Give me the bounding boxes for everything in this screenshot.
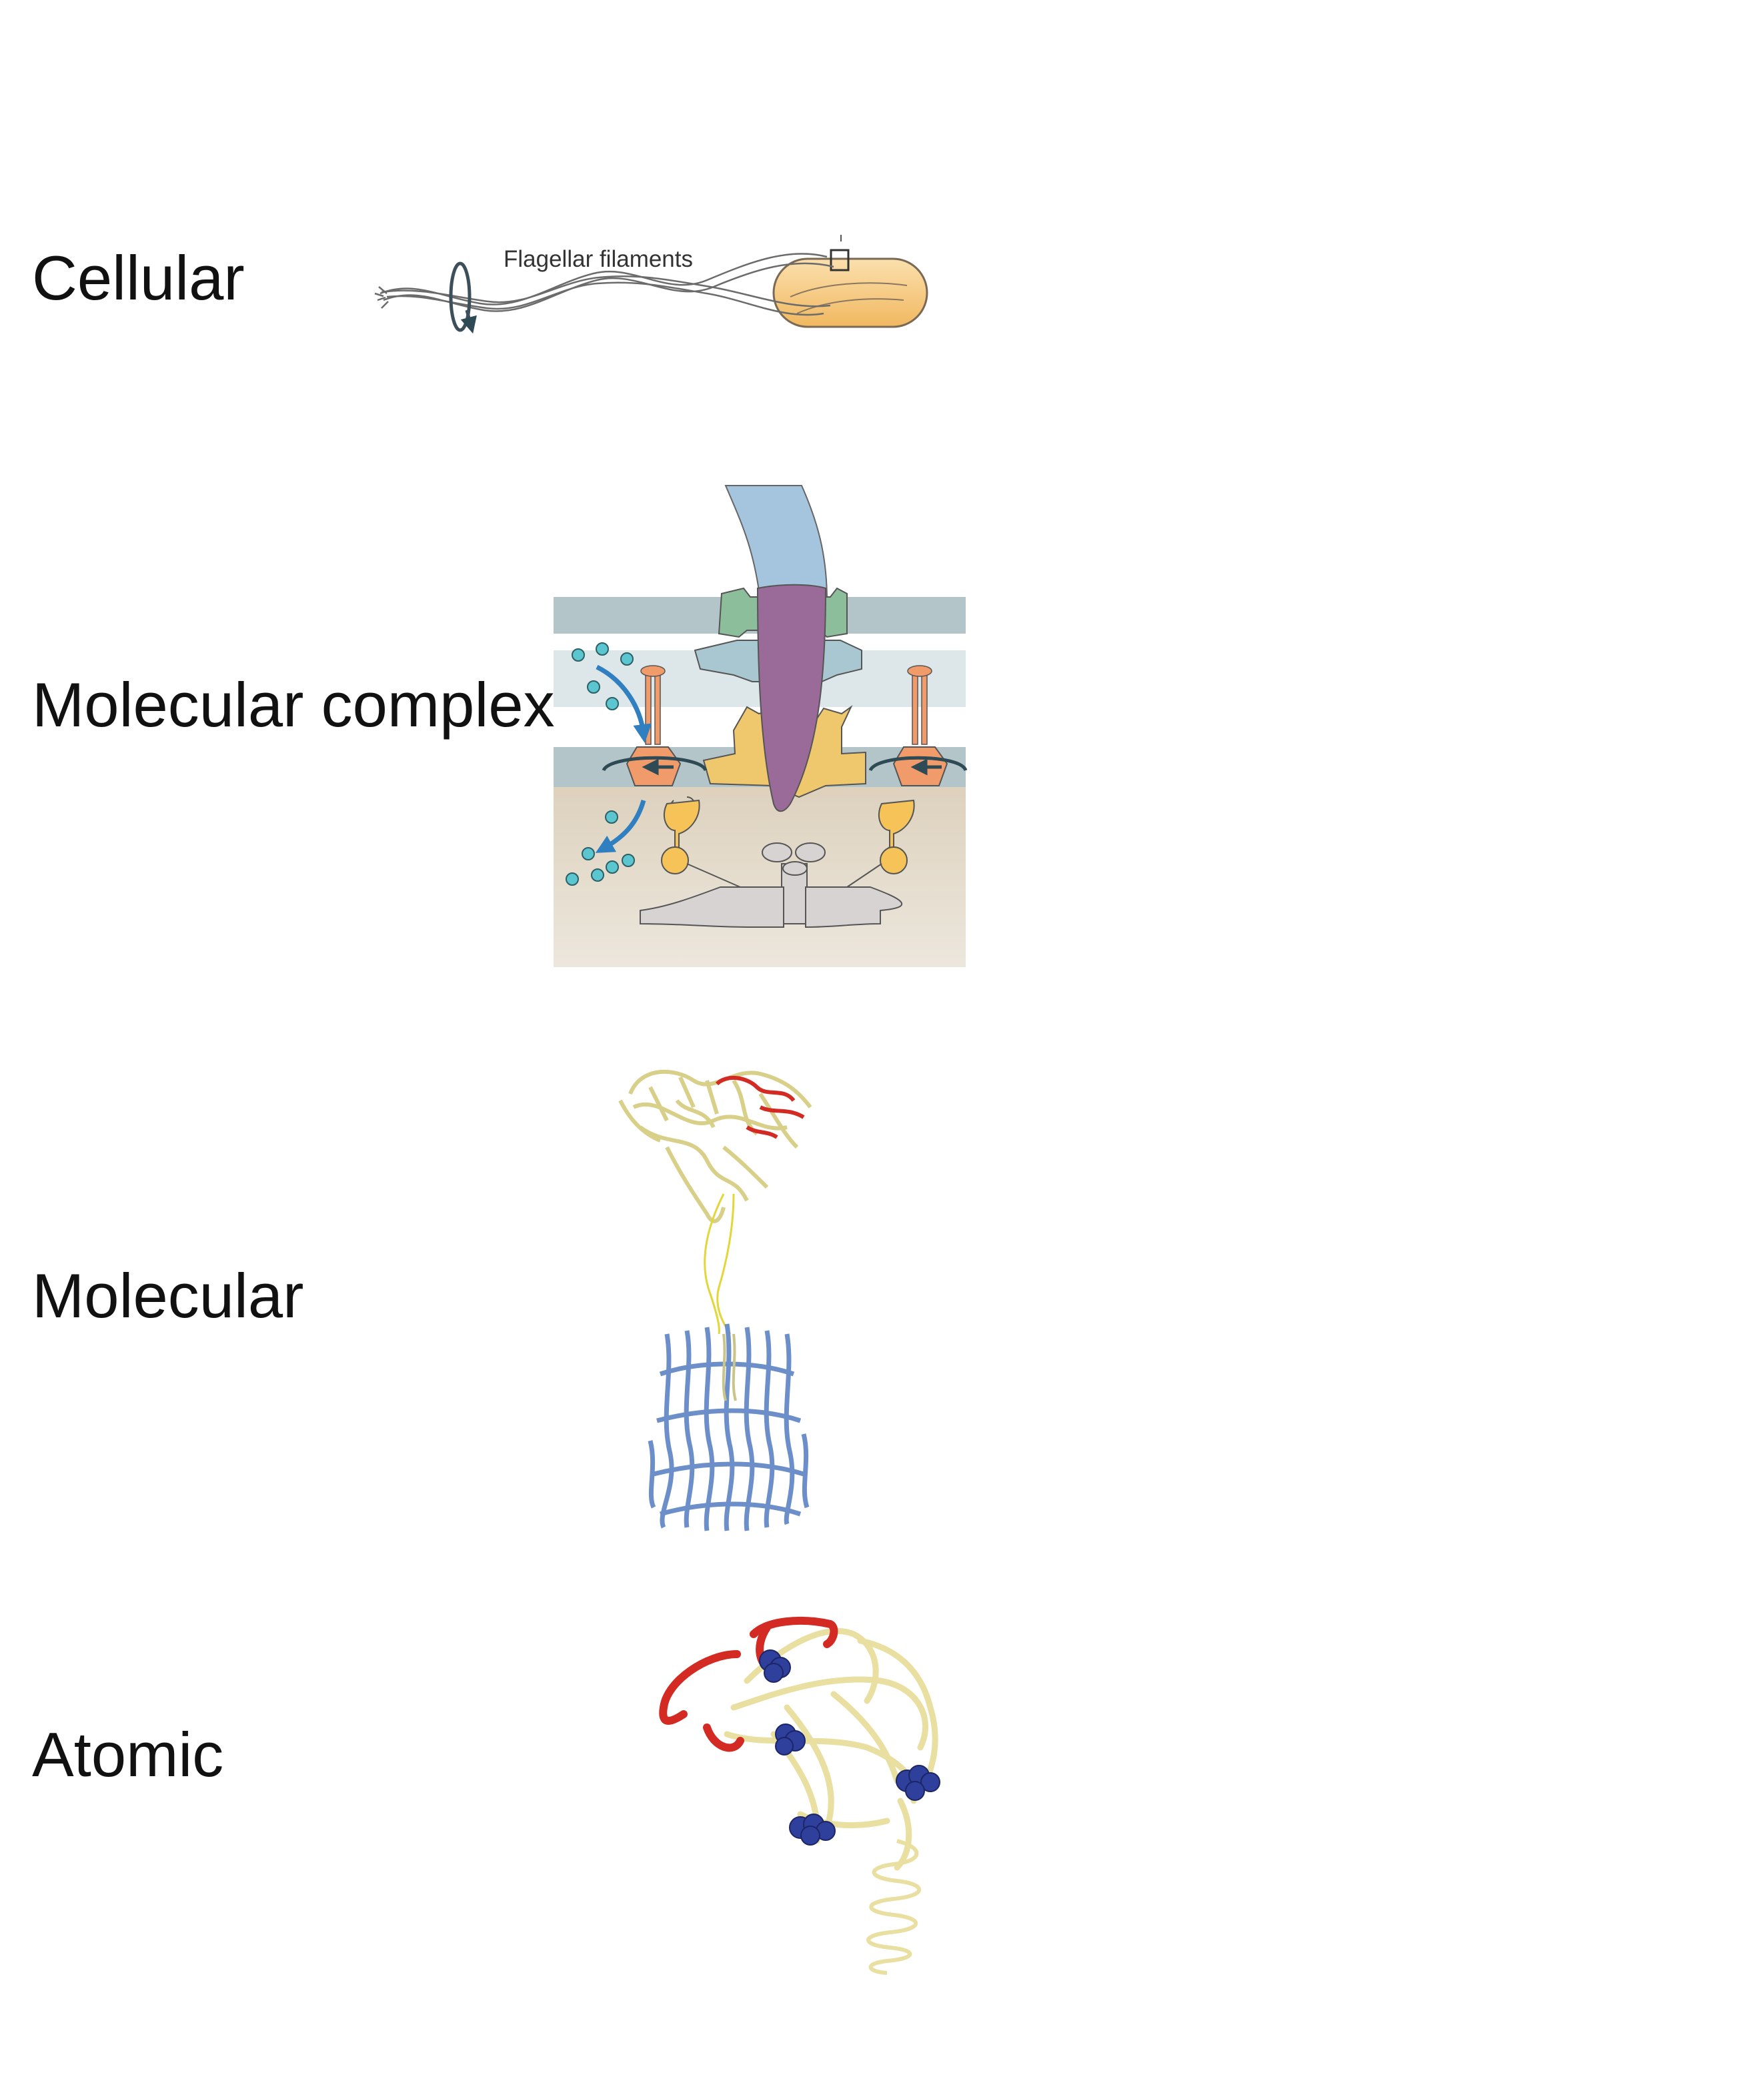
stator-left [602, 665, 708, 786]
protein-structure-atomic [659, 1617, 940, 1975]
proton-ions [566, 642, 635, 886]
level-label-molecular-complex: Molecular complex [32, 670, 555, 740]
linker-strand-2 [716, 1193, 735, 1335]
transmembrane-core-strands [722, 1333, 737, 1401]
ion-inflow-arrow [596, 664, 652, 743]
level-label-cellular: Cellular [32, 243, 245, 313]
rotation-arrow-icon [449, 261, 477, 334]
ion-outflow-arrow [595, 800, 646, 853]
c-ring-right [846, 799, 915, 888]
atomic-c-terminal-helix [866, 1839, 922, 1975]
flagellar-motor-diagram [554, 485, 968, 967]
rod [756, 584, 827, 812]
flagellar-filaments [374, 253, 834, 316]
export-apparatus [640, 842, 903, 928]
transmembrane-domain-ribbon [648, 1323, 810, 1531]
atomic-residue-spheres [759, 1649, 940, 1846]
c-ring-left [661, 796, 741, 888]
hook [724, 485, 828, 601]
cell-body [772, 257, 928, 328]
flagellar-filaments-caption: Flagellar filaments [504, 246, 693, 272]
level-label-atomic: Atomic [32, 1719, 224, 1790]
bacterium-illustration: Flagellar filaments [374, 235, 928, 334]
stator-right [868, 665, 968, 786]
protein-structure-molecular [618, 1069, 812, 1531]
linker-strand-1 [704, 1193, 725, 1335]
level-label-molecular: Molecular [32, 1261, 304, 1331]
zoom-box-icon [830, 249, 850, 271]
soluble-domain-highlight-loops [715, 1075, 805, 1139]
